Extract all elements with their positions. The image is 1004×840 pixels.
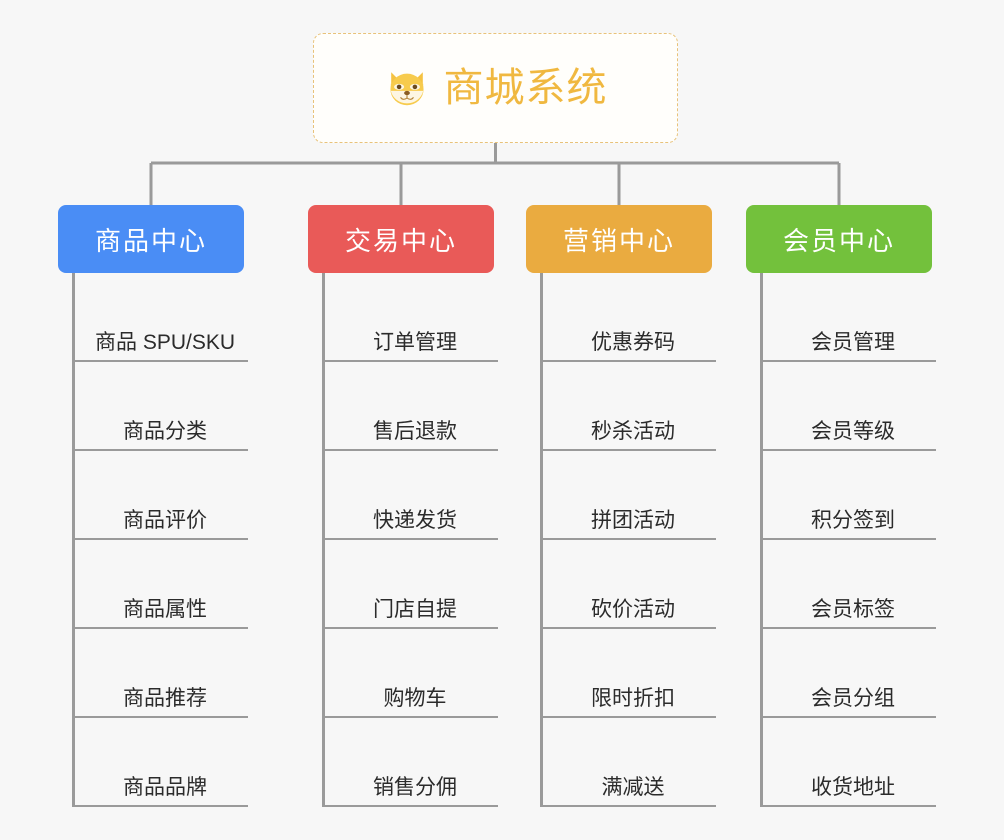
- leaf-label: 积分签到: [811, 508, 895, 532]
- root-title: 商城系统: [443, 66, 608, 110]
- leaf-label: 商品属性: [123, 597, 207, 621]
- leaf-item[interactable]: 优惠券码: [540, 273, 716, 362]
- leaf-label: 商品 SPU/SKU: [94, 330, 236, 354]
- leaf-label: 商品品牌: [123, 775, 207, 799]
- leaf-label: 会员管理: [811, 330, 895, 354]
- leaf-item[interactable]: 商品评价: [72, 451, 248, 540]
- leaf-spine: [540, 273, 543, 807]
- leaf-item[interactable]: 砍价活动: [540, 540, 716, 629]
- leaf-label: 优惠券码: [591, 330, 675, 354]
- leaf-label: 商品评价: [123, 508, 207, 532]
- leaf-label: 购物车: [383, 686, 447, 710]
- leaf-label: 会员等级: [811, 419, 895, 443]
- leaf-spine: [322, 273, 325, 807]
- leaf-item[interactable]: 会员等级: [760, 362, 936, 451]
- leaf-label: 售后退款: [373, 419, 457, 443]
- category-box-4[interactable]: 会员中心: [746, 205, 932, 273]
- leaf-label: 拼团活动: [591, 508, 675, 532]
- leaf-label: 会员分组: [811, 686, 895, 710]
- leaf-item[interactable]: 订单管理: [322, 273, 498, 362]
- leaf-label: 门店自提: [373, 597, 457, 621]
- shiba-dog-face-icon: [384, 65, 430, 111]
- leaf-item[interactable]: 收货地址: [760, 718, 936, 807]
- leaf-item[interactable]: 购物车: [322, 629, 498, 718]
- leaf-item[interactable]: 限时折扣: [540, 629, 716, 718]
- category-box-3[interactable]: 营销中心: [526, 205, 712, 273]
- category-label: 营销中心: [562, 225, 675, 256]
- leaf-label: 快递发货: [373, 508, 457, 532]
- leaf-item[interactable]: 积分签到: [760, 451, 936, 540]
- leaf-item[interactable]: 售后退款: [322, 362, 498, 451]
- leaf-item[interactable]: 秒杀活动: [540, 362, 716, 451]
- leaf-label: 销售分佣: [373, 775, 457, 799]
- leaf-label: 商品分类: [123, 419, 207, 443]
- leaf-item[interactable]: 会员分组: [760, 629, 936, 718]
- category-label: 会员中心: [782, 225, 895, 256]
- leaf-label: 会员标签: [811, 597, 895, 621]
- category-box-1[interactable]: 商品中心: [58, 205, 244, 273]
- leaf-item[interactable]: 商品属性: [72, 540, 248, 629]
- leaf-label: 订单管理: [373, 330, 457, 354]
- leaf-label: 砍价活动: [591, 597, 675, 621]
- leaf-item[interactable]: 销售分佣: [322, 718, 498, 807]
- leaf-label: 秒杀活动: [591, 419, 675, 443]
- category-label: 交易中心: [344, 225, 457, 256]
- category-label: 商品中心: [94, 225, 207, 256]
- leaf-spine: [760, 273, 763, 807]
- leaf-label: 商品推荐: [123, 686, 207, 710]
- leaf-item[interactable]: 会员管理: [760, 273, 936, 362]
- category-box-2[interactable]: 交易中心: [308, 205, 494, 273]
- leaf-spine: [72, 273, 75, 807]
- root-node[interactable]: 商城系统: [313, 33, 678, 143]
- leaf-item[interactable]: 满减送: [540, 718, 716, 807]
- leaf-item[interactable]: 快递发货: [322, 451, 498, 540]
- leaf-item[interactable]: 拼团活动: [540, 451, 716, 540]
- leaf-label: 收货地址: [811, 775, 895, 799]
- leaf-item[interactable]: 商品分类: [72, 362, 248, 451]
- leaf-label: 限时折扣: [591, 686, 675, 710]
- leaf-item[interactable]: 会员标签: [760, 540, 936, 629]
- leaf-item[interactable]: 门店自提: [322, 540, 498, 629]
- leaf-label: 满减送: [601, 775, 665, 799]
- leaf-item[interactable]: 商品品牌: [72, 718, 248, 807]
- leaf-item[interactable]: 商品 SPU/SKU: [72, 273, 248, 362]
- leaf-item[interactable]: 商品推荐: [72, 629, 248, 718]
